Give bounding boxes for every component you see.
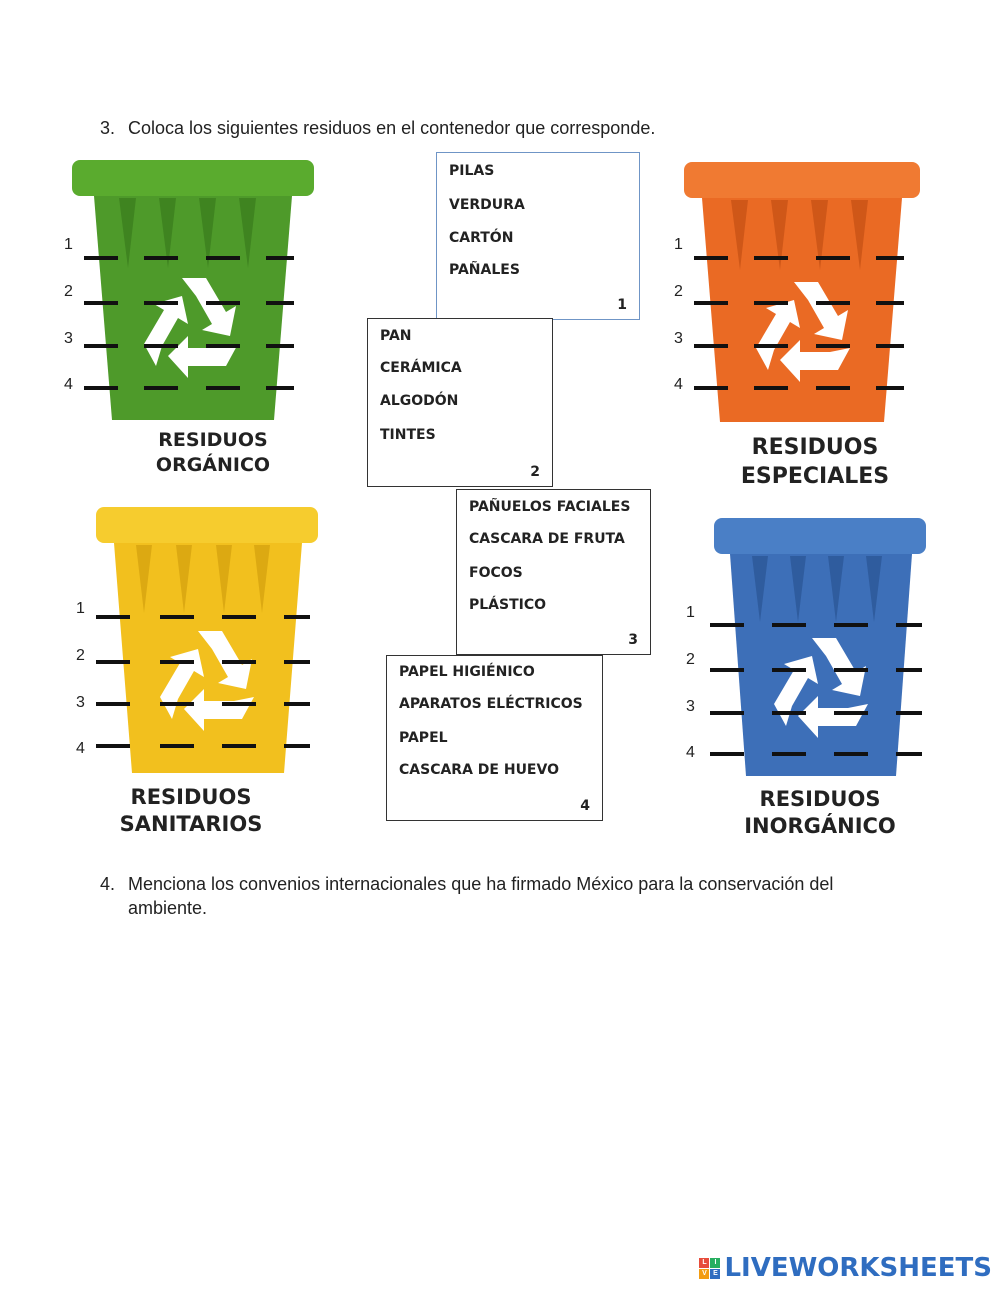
line-number: 3 bbox=[674, 330, 683, 347]
question-4-line-2: ambiente. bbox=[128, 898, 208, 918]
line-number: 1 bbox=[76, 600, 85, 617]
waste-item[interactable]: FOCOS bbox=[469, 565, 523, 581]
answer-line-row[interactable]: 1 bbox=[76, 600, 316, 624]
box-number: 3 bbox=[628, 632, 638, 648]
answer-line-row[interactable]: 2 bbox=[76, 647, 316, 671]
waste-item[interactable]: APARATOS ELÉCTRICOS bbox=[399, 696, 583, 712]
special-bin-label: RESIDUOS ESPECIALES bbox=[740, 435, 890, 489]
waste-item[interactable]: PAPEL HIGIÉNICO bbox=[399, 664, 535, 680]
waste-item[interactable]: CERÁMICA bbox=[380, 360, 462, 376]
answer-line-row[interactable]: 4 bbox=[76, 740, 316, 764]
line-number: 2 bbox=[64, 283, 73, 300]
question-3-number: 3. bbox=[100, 118, 116, 138]
line-number: 1 bbox=[674, 236, 683, 253]
answer-line-row[interactable]: 3 bbox=[64, 330, 304, 354]
liveworksheets-wordmark: LIVEWORKSHEETS bbox=[724, 1253, 992, 1283]
answer-line-row[interactable]: 3 bbox=[686, 698, 926, 722]
line-number: 1 bbox=[686, 604, 695, 621]
line-number: 3 bbox=[686, 698, 695, 715]
line-number: 2 bbox=[686, 651, 695, 668]
line-number: 3 bbox=[76, 694, 85, 711]
organic-bin-label: RESIDUOS ORGÁNICO bbox=[155, 429, 271, 476]
organic-bin-icon bbox=[64, 158, 320, 426]
line-number: 2 bbox=[674, 283, 683, 300]
sanitary-answer-lines: 1 2 3 4 bbox=[76, 600, 316, 770]
line-number: 4 bbox=[674, 376, 683, 393]
waste-list-box-3[interactable]: PAÑUELOS FACIALES CASCARA DE FRUTA FOCOS… bbox=[456, 489, 651, 655]
waste-item[interactable]: VERDURA bbox=[449, 197, 525, 213]
sanitary-bin-label: RESIDUOS SANITARIOS bbox=[119, 785, 263, 837]
liveworksheets-brand: L I V E LIVEWORKSHEETS bbox=[699, 1253, 992, 1283]
box-number: 2 bbox=[530, 464, 540, 480]
line-number: 3 bbox=[64, 330, 73, 347]
waste-item[interactable]: PAÑALES bbox=[449, 262, 520, 278]
answer-line-row[interactable]: 3 bbox=[674, 330, 914, 354]
waste-list-box-4[interactable]: PAPEL HIGIÉNICO APARATOS ELÉCTRICOS PAPE… bbox=[386, 655, 603, 821]
line-number: 4 bbox=[76, 740, 85, 757]
waste-item[interactable]: PAPEL bbox=[399, 730, 448, 746]
question-4: 4. Menciona los convenios internacionale… bbox=[100, 872, 928, 920]
question-4-number: 4. bbox=[100, 874, 116, 894]
waste-item[interactable]: PAÑUELOS FACIALES bbox=[469, 499, 631, 515]
question-3: 3. Coloca los siguientes residuos en el … bbox=[100, 116, 656, 140]
box-number: 1 bbox=[617, 297, 627, 313]
waste-item[interactable]: PLÁSTICO bbox=[469, 597, 547, 613]
line-number: 4 bbox=[686, 744, 695, 761]
waste-item[interactable]: PILAS bbox=[449, 163, 495, 179]
waste-item[interactable]: TINTES bbox=[380, 427, 436, 443]
question-4-line-1: Menciona los convenios internacionales q… bbox=[128, 874, 834, 894]
waste-item[interactable]: CASCARA DE FRUTA bbox=[469, 531, 625, 547]
line-number: 1 bbox=[64, 236, 73, 253]
line-number: 2 bbox=[76, 647, 85, 664]
question-3-text: Coloca los siguientes residuos en el con… bbox=[128, 118, 656, 138]
inorganic-answer-lines: 1 2 3 4 bbox=[686, 604, 926, 774]
box-number: 4 bbox=[580, 798, 590, 814]
liveworksheets-logo-icon: L I V E bbox=[699, 1257, 721, 1279]
special-bin-icon bbox=[676, 160, 932, 428]
answer-line-row[interactable]: 4 bbox=[64, 376, 304, 400]
answer-line-row[interactable]: 2 bbox=[674, 283, 914, 307]
waste-item[interactable]: ALGODÓN bbox=[380, 393, 459, 409]
answer-line-row[interactable]: 1 bbox=[686, 604, 926, 628]
answer-line-row[interactable]: 3 bbox=[76, 694, 316, 718]
line-number: 4 bbox=[64, 376, 73, 393]
special-answer-lines: 1 2 3 4 bbox=[674, 236, 914, 406]
waste-list-box-2[interactable]: PAN CERÁMICA ALGODÓN TINTES 2 bbox=[367, 318, 553, 487]
inorganic-bin-label: RESIDUOS INORGÁNICO bbox=[744, 787, 896, 839]
inorganic-bin-icon bbox=[700, 516, 930, 780]
waste-item[interactable]: CASCARA DE HUEVO bbox=[399, 762, 559, 778]
sanitary-bin-icon bbox=[76, 505, 332, 777]
answer-line-row[interactable]: 1 bbox=[64, 236, 304, 260]
waste-item[interactable]: CARTÓN bbox=[449, 230, 514, 246]
answer-line-row[interactable]: 2 bbox=[64, 283, 304, 307]
answer-line-row[interactable]: 4 bbox=[686, 744, 926, 768]
answer-line-row[interactable]: 1 bbox=[674, 236, 914, 260]
answer-line-row[interactable]: 4 bbox=[674, 376, 914, 400]
waste-item[interactable]: PAN bbox=[380, 328, 412, 344]
waste-list-box-1[interactable]: PILAS VERDURA CARTÓN PAÑALES 1 bbox=[436, 152, 640, 320]
answer-line-row[interactable]: 2 bbox=[686, 651, 926, 675]
organic-answer-lines: 1 2 3 4 bbox=[64, 236, 304, 406]
